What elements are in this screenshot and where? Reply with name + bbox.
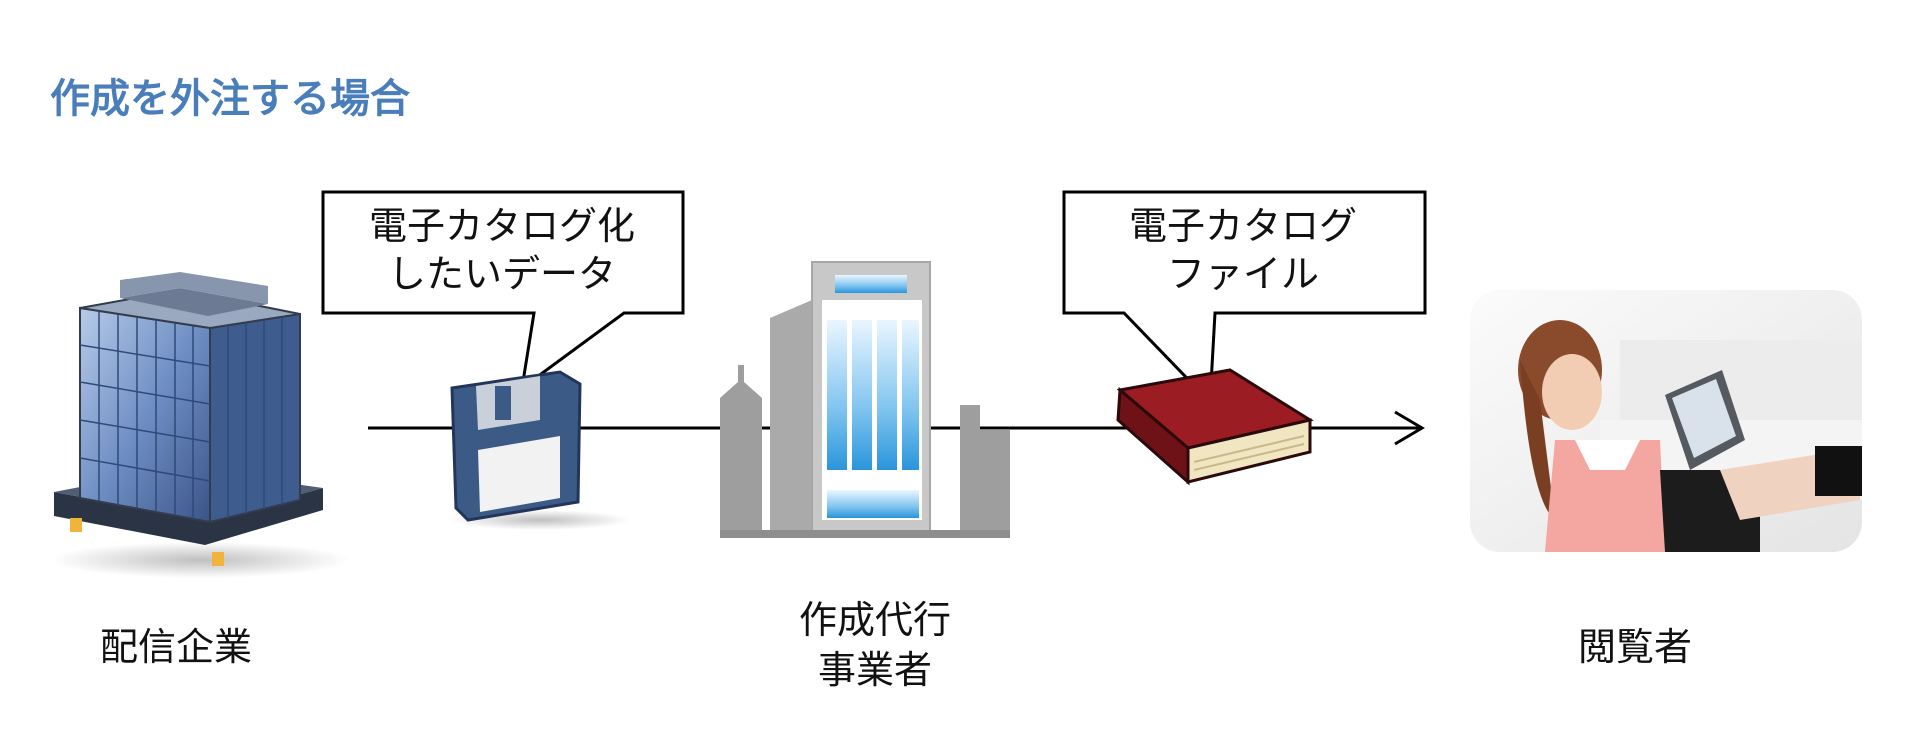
callout-box-catalog-file (1062, 190, 1427, 406)
callout-catalog-file-line1: 電子カタログ (1128, 204, 1357, 248)
tablet-reader-photo (1470, 290, 1862, 552)
callout-source-data: 電子カタログ化 したいデータ (323, 202, 681, 298)
agency-label: 作成代行 事業者 (790, 595, 960, 695)
book-icon (1116, 368, 1314, 486)
agency-label-line2: 事業者 (817, 648, 932, 692)
viewer-label: 閲覧者 (1578, 625, 1693, 669)
callout-source-data-line1: 電子カタログ化 (368, 204, 635, 248)
callout-catalog-file-line2: ファイル (1166, 252, 1319, 296)
sender-label: 配信企業 (100, 625, 253, 669)
floppy-disk-icon (450, 370, 630, 530)
arrow-head (1394, 410, 1425, 446)
callout-catalog-file: 電子カタログ ファイル (1064, 202, 1422, 298)
office-building-icon (50, 272, 350, 578)
agency-label-line1: 作成代行 (798, 598, 951, 642)
agency-building-icon (720, 261, 1010, 538)
page-title: 作成を外注する場合 (50, 76, 410, 122)
callout-source-data-line2: したいデータ (387, 252, 616, 296)
callout-box-source-data (321, 190, 685, 392)
